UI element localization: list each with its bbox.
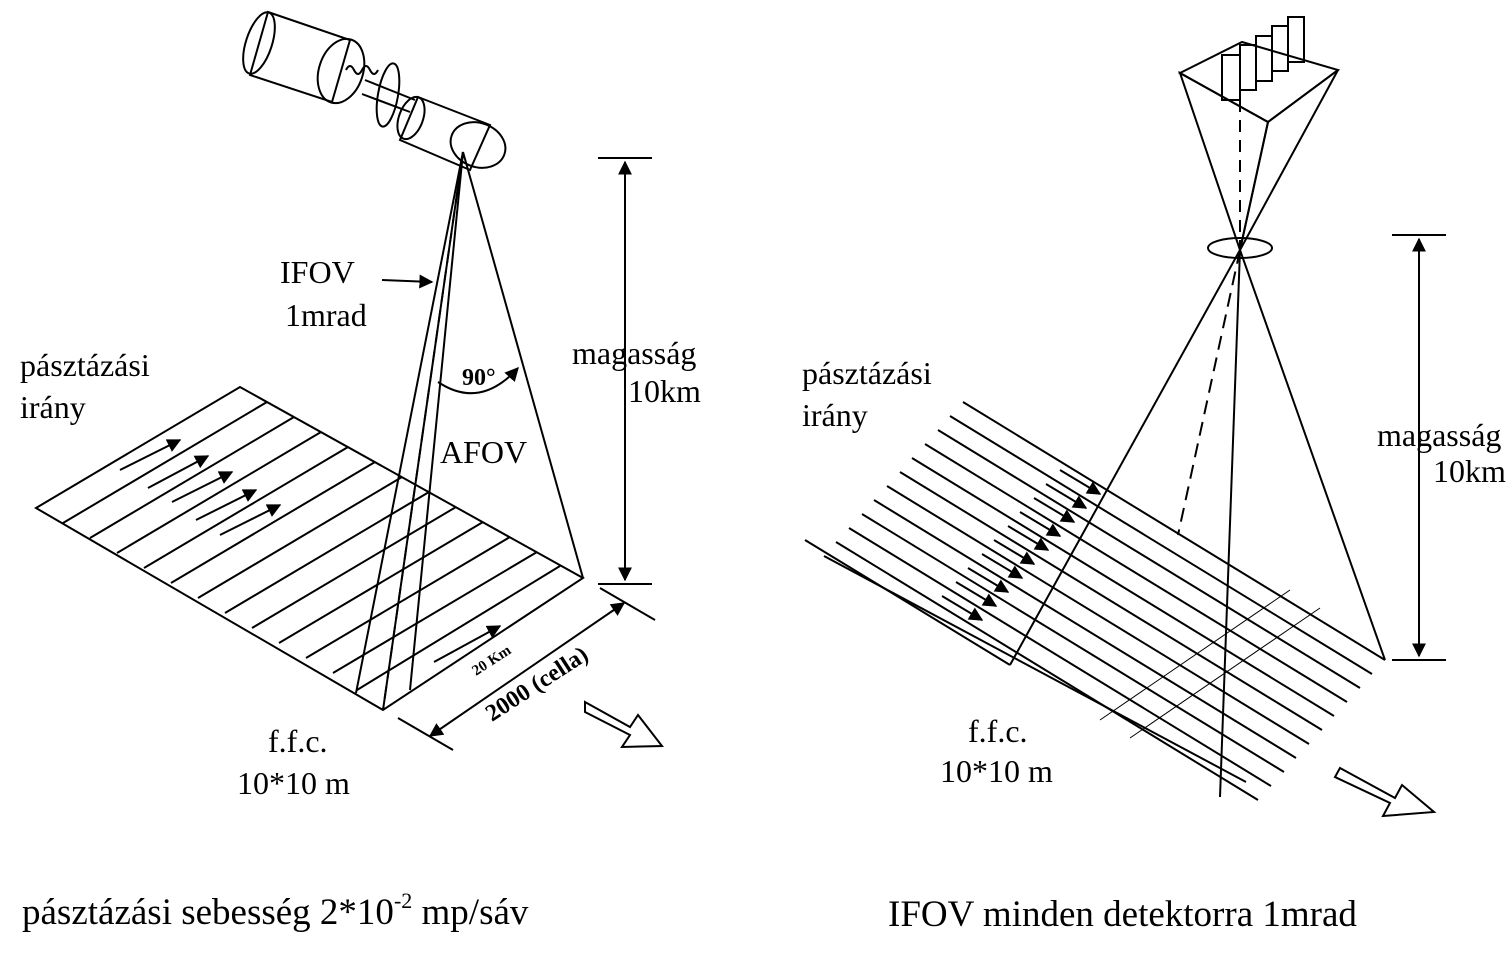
ground-swath-grid xyxy=(34,385,585,712)
pushbroom-scanner-panel: pásztázási irány magasság 10km f.f.c. 10… xyxy=(802,16,1506,935)
left-caption: pásztázási sebesség 2*10-2 mp/sáv xyxy=(22,888,529,933)
altitude-dimension-bar xyxy=(598,157,652,585)
scan-direction-label-right-2: irány xyxy=(802,397,868,433)
field-of-view-cone xyxy=(355,151,584,711)
ground-scan-lines xyxy=(804,401,1386,801)
ground-cell-label-right: f.f.c. xyxy=(968,713,1028,749)
altitude-label-right: magasság xyxy=(1377,417,1501,453)
ground-cell-size: 10*10 m xyxy=(237,765,350,801)
ground-cell-label: f.f.c. xyxy=(268,723,328,759)
ifov-label: IFOV xyxy=(280,254,355,290)
flight-direction-arrow xyxy=(584,700,665,749)
altitude-label: magasság xyxy=(572,335,696,371)
field-of-view-cone-right xyxy=(1009,249,1386,798)
ground-cell-size-right: 10*10 m xyxy=(940,753,1053,789)
scan-direction-label-2: irány xyxy=(20,389,86,425)
angle-arc xyxy=(437,366,519,395)
scanner-motor-icon xyxy=(242,10,507,172)
right-caption: IFOV minden detektorra 1mrad xyxy=(888,894,1357,935)
ifov-pointer-arrow xyxy=(381,274,434,289)
angle-label: 90° xyxy=(462,365,496,391)
scan-direction-label-right: pásztázási xyxy=(802,355,932,391)
ifov-value: 1mrad xyxy=(285,297,367,333)
altitude-value-right: 10km xyxy=(1433,453,1506,489)
afov-label: AFOV xyxy=(440,434,527,470)
altitude-dimension-bar-right xyxy=(1392,234,1446,661)
swath-width-dimension xyxy=(397,587,656,751)
whiskbroom-scanner-panel: IFOV 1mrad 90° AFOV magasság 10km pásztá… xyxy=(20,10,701,933)
scan-direction-label: pásztázási xyxy=(20,347,150,383)
altitude-value: 10km xyxy=(628,373,701,409)
detector-array-icon xyxy=(1177,16,1341,254)
flight-direction-arrow-right xyxy=(1333,766,1437,818)
